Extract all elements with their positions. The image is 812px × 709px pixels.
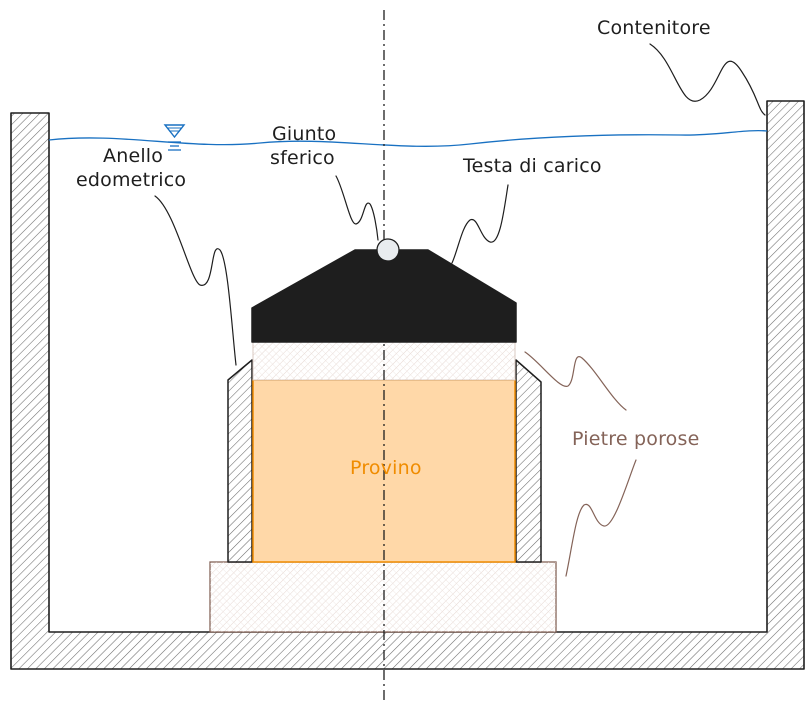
label-pietre: Pietre porose bbox=[572, 428, 699, 450]
label-anello-line1: Anello bbox=[103, 145, 163, 167]
water-surface bbox=[48, 130, 768, 147]
label-provino: Provino bbox=[350, 457, 422, 479]
label-giunto-line1: Giunto bbox=[272, 123, 336, 145]
leader-pietre-bottom bbox=[565, 459, 637, 577]
leader-giunto bbox=[335, 175, 379, 241]
water-level-triangle-icon bbox=[163, 124, 186, 151]
oedometer-ring-left bbox=[227, 359, 253, 563]
leader-testa bbox=[451, 184, 509, 264]
leader-anello bbox=[154, 195, 237, 366]
leader-contenitore bbox=[649, 43, 766, 116]
label-anello-line2: edometrico bbox=[76, 169, 186, 191]
spherical-joint bbox=[376, 238, 400, 262]
label-contenitore: Contenitore bbox=[597, 17, 711, 39]
label-testa: Testa di carico bbox=[462, 155, 602, 177]
label-giunto-line2: sferico bbox=[270, 147, 335, 169]
leader-pietre-top bbox=[524, 351, 627, 411]
container-wall bbox=[10, 100, 805, 670]
oedometer-ring-right bbox=[515, 359, 542, 563]
